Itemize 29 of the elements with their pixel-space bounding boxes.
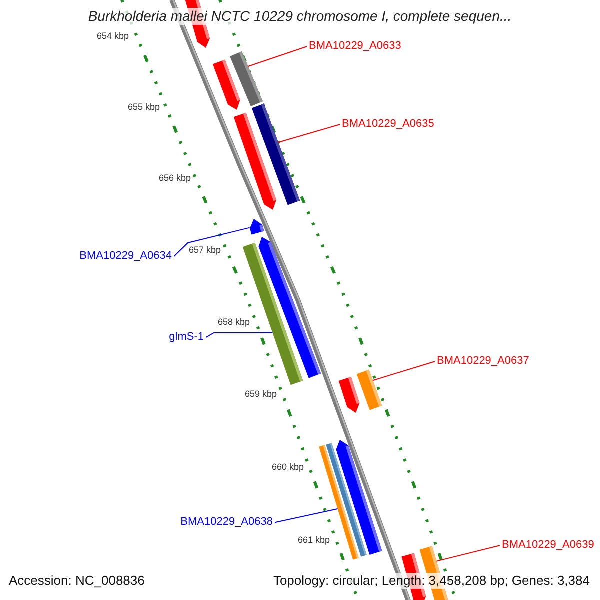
scale-label: 656 kbp <box>159 173 192 184</box>
gene-feature-pointed <box>250 219 264 235</box>
gene-label: BMA10229_A0633 <box>309 40 402 54</box>
gene-feature-pointed <box>338 377 360 413</box>
gene-feature-pointed <box>212 60 240 110</box>
scale-label: 654 kbp <box>97 31 130 42</box>
gene-label: BMA10229_A0634 <box>80 250 172 264</box>
gene-label: BMA10229_A0637 <box>437 355 530 368</box>
gene-label: glmS-1 <box>169 331 204 344</box>
leader-line <box>174 227 250 258</box>
gene-label: BMA10229_A0639 <box>502 539 594 552</box>
accession-label: Accession: NC_008836 <box>9 573 145 589</box>
scale-label: 660 kbp <box>272 462 304 473</box>
gene-feature-pointed <box>234 112 277 210</box>
scale-label: 661 kbp <box>298 535 330 546</box>
leader-line <box>278 124 340 143</box>
scale-label: 659 kbp <box>245 389 278 400</box>
scale-label: 657 kbp <box>189 245 222 256</box>
leader-line <box>436 545 500 562</box>
leader-line <box>248 46 308 67</box>
scale-label: 658 kbp <box>218 317 250 328</box>
leader-line <box>372 361 436 382</box>
scale-label: 655 kbp <box>128 102 160 113</box>
genome-summary-label: Topology: circular; Length: 3,458,208 bp; Genes: 3,384 <box>273 573 590 589</box>
leader-line <box>274 508 338 524</box>
leader-line <box>206 332 274 338</box>
gene-label: BMA10229_A0638 <box>180 516 273 530</box>
gene-feature-block <box>356 370 382 410</box>
gene-label: BMA10229_A0635 <box>342 118 434 132</box>
